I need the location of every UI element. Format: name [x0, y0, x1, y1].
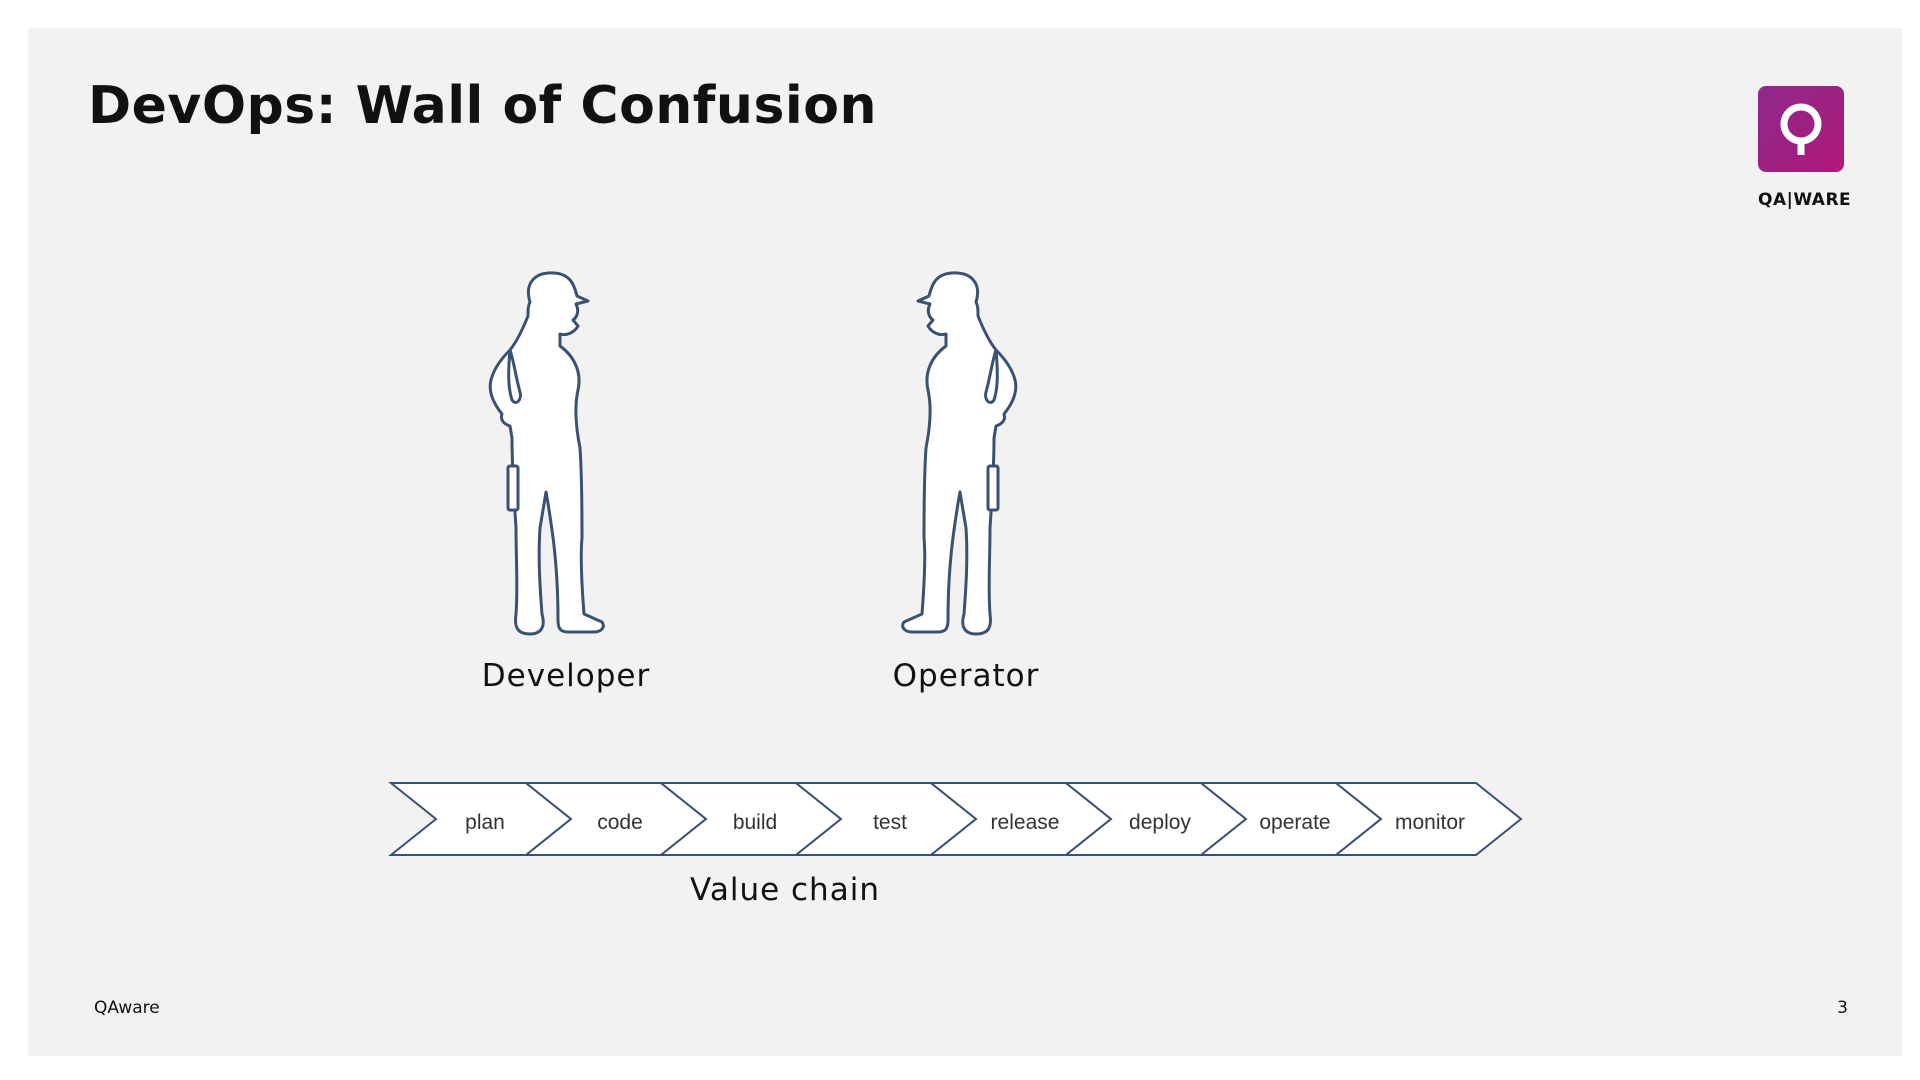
developer-figure-icon — [488, 271, 605, 636]
value-chain-step-label: monitor — [1395, 811, 1465, 834]
operator-figure-icon — [901, 271, 1018, 636]
logo-wordmark: QA|WARE — [1758, 190, 1852, 210]
value-chain-step-label: release — [991, 811, 1060, 834]
qaware-logo-icon — [1758, 86, 1844, 172]
value-chain: plan code build test release deploy operate mon… — [388, 782, 1523, 856]
value-chain-step-label: plan — [465, 811, 505, 834]
value-chain-step-label: test — [873, 811, 907, 834]
footer-company: QAware — [94, 998, 160, 1018]
chevron-shape — [1333, 782, 1523, 856]
qaware-logo: QA|WARE — [1758, 86, 1852, 210]
value-chain-label: Value chain — [690, 872, 880, 908]
value-chain-step-operate: operate — [1198, 782, 1383, 856]
operator-label: Operator — [893, 658, 1040, 694]
page-number: 3 — [1837, 998, 1848, 1018]
slide-title: DevOps: Wall of Confusion — [88, 76, 877, 136]
value-chain-step-label: operate — [1259, 811, 1330, 834]
value-chain-step-label: code — [597, 811, 643, 834]
slide: DevOps: Wall of Confusion QA|WARE Develo… — [28, 28, 1902, 1056]
wall-of-confusion-diagram: Developer Operator plan code build test rele… — [388, 271, 1523, 908]
value-chain-step-label: build — [733, 811, 777, 834]
value-chain-step-label: deploy — [1129, 811, 1191, 834]
value-chain-step-monitor: monitor — [1333, 782, 1523, 856]
developer-label: Developer — [482, 658, 650, 694]
